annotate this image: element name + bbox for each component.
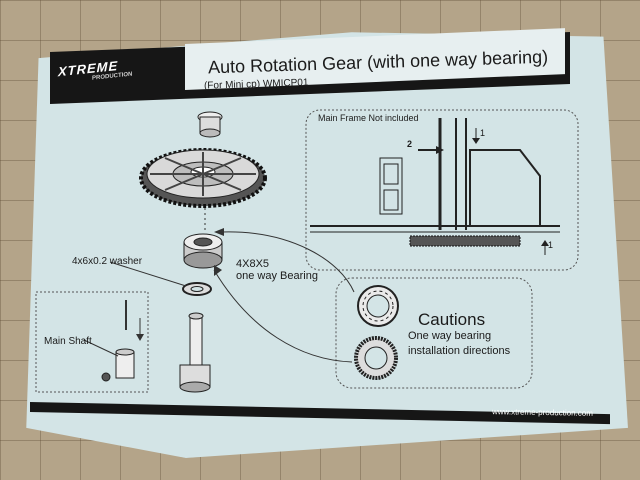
main-shaft-label: Main Shaft: [44, 336, 92, 347]
main-gear-icon: [139, 148, 267, 208]
cautions-line-1: One way bearing: [408, 330, 492, 342]
callout-number-1-bottom: 1: [548, 240, 554, 250]
pointer-line-top: [221, 231, 355, 293]
main-frame-label: Main Frame Not included: [318, 113, 419, 123]
main-frame-box: [305, 109, 579, 271]
footer-url: www.xtreme-production.com: [491, 407, 593, 418]
main-frame-drawing: [310, 118, 560, 255]
bearing-label: one way Bearing: [236, 270, 318, 282]
main-shaft-box: [35, 291, 149, 393]
bearing-direction-icon-1: [357, 285, 399, 327]
bearing-dimension-label: 4X8X5: [236, 258, 270, 270]
cautions-line-2: installation directions: [408, 345, 511, 357]
main-shaft-icon: [83, 300, 144, 382]
cautions-title: Cautions: [418, 310, 486, 329]
washer-icon: [182, 282, 212, 296]
instruction-sheet: [26, 32, 628, 458]
callout-number-1-top: 1: [480, 128, 486, 138]
cautions-box: [335, 277, 533, 389]
pointer-line-bottom: [213, 269, 353, 363]
callout-number-2: 2: [407, 139, 413, 149]
one-way-bearing-icon: [183, 233, 223, 269]
hub-assembly-icon: [179, 312, 211, 393]
top-bushing-icon: [197, 111, 223, 138]
washer-label: 4x6x0.2 washer: [72, 256, 143, 267]
bearing-direction-icon-2: [354, 336, 398, 380]
